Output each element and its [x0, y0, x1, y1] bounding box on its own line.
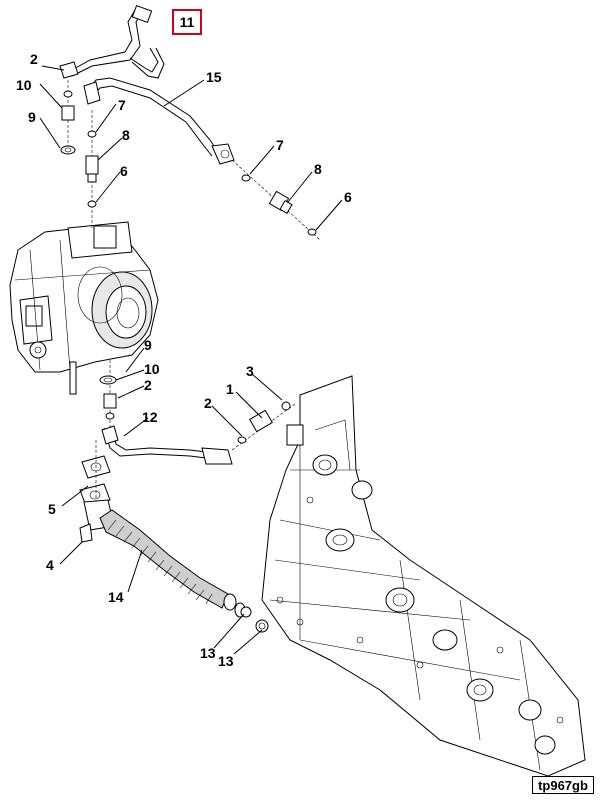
- drain-hose-14: [79, 499, 246, 618]
- reference-code: tp967gb: [532, 776, 594, 794]
- callout-13-b: 13: [218, 653, 234, 669]
- callout-8-left: 8: [122, 127, 130, 143]
- callout-6-left: 6: [120, 163, 128, 179]
- callout-2-right: 2: [204, 395, 212, 411]
- callout-7-left: 7: [118, 97, 126, 113]
- callout-3: 3: [246, 363, 254, 379]
- callout-7-right: 7: [276, 137, 284, 153]
- callout-2-top: 2: [30, 51, 38, 67]
- leader-lines: [39, 65, 343, 655]
- fittings-right: [231, 159, 321, 241]
- callout-13-a: 13: [200, 645, 216, 661]
- callout-1: 1: [226, 381, 234, 397]
- flange-gasket: [79, 440, 111, 520]
- seals-13: [240, 606, 269, 633]
- callout-14: 14: [108, 589, 124, 605]
- callout-5: 5: [48, 501, 56, 517]
- hose-15: [83, 77, 235, 165]
- fittings-lower-stack: [99, 360, 117, 430]
- pipe-12: [101, 425, 233, 465]
- callout-12: 12: [142, 409, 158, 425]
- fittings-left-stack: [60, 80, 99, 230]
- turbocharger: [9, 221, 159, 395]
- engine-block: [261, 375, 586, 777]
- callout-10-top: 10: [16, 77, 32, 93]
- callout-2-mid: 2: [144, 377, 152, 393]
- callout-9-top: 9: [28, 109, 36, 125]
- callout-4: 4: [46, 557, 54, 573]
- fittings-1-2-3: [231, 401, 296, 451]
- callout-10-mid: 10: [144, 361, 160, 377]
- callout-6-right: 6: [344, 189, 352, 205]
- callout-9-mid: 9: [144, 337, 152, 353]
- highlighted-callout-11: 11: [172, 9, 202, 35]
- oil-feed-pipe: [59, 4, 165, 79]
- callout-labels: 2 10 9 7 8 6 15 7 8 6 9 10 2 3 1 2 12 5 …: [16, 51, 352, 669]
- callout-15: 15: [206, 69, 222, 85]
- callout-8-right: 8: [314, 161, 322, 177]
